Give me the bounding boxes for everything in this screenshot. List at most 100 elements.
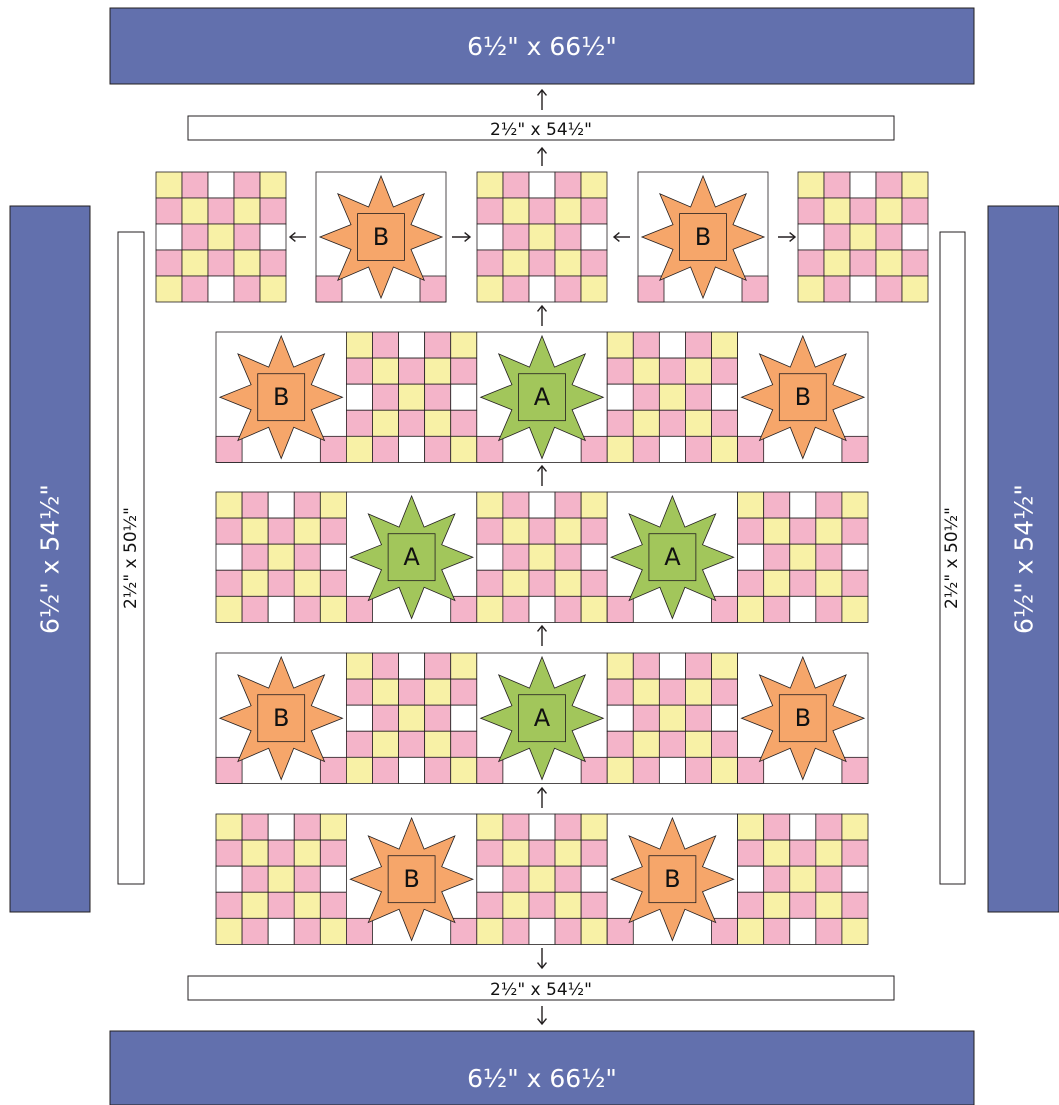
star-label: B	[664, 865, 680, 893]
checker-square	[268, 840, 294, 866]
checker-square	[320, 596, 346, 622]
checker-square	[451, 436, 477, 462]
star-block-b: B	[346, 814, 476, 944]
checker-square	[790, 570, 816, 596]
checker-square	[503, 172, 529, 198]
checker-square	[685, 410, 711, 436]
star-label: A	[534, 383, 551, 411]
checker-square	[764, 544, 790, 570]
checker-square	[425, 410, 451, 436]
checker-square	[555, 492, 581, 518]
checker-square	[425, 653, 451, 679]
checker-square	[529, 198, 555, 224]
checker-square	[764, 814, 790, 840]
checker-square	[555, 814, 581, 840]
checker-square	[581, 492, 607, 518]
checker-block	[798, 172, 928, 302]
checker-square	[208, 250, 234, 276]
checker-square	[581, 596, 607, 622]
checker-square	[607, 410, 633, 436]
checker-square	[685, 679, 711, 705]
arrow-icon	[538, 788, 547, 808]
right-sashing-label: 2½" x 50½"	[942, 507, 962, 609]
checker-square	[850, 172, 876, 198]
checker-square	[208, 276, 234, 302]
checker-square	[816, 544, 842, 570]
right-border: 6½" x 54½"	[988, 206, 1059, 912]
checker-square	[902, 224, 928, 250]
checker-square	[294, 518, 320, 544]
checker-square	[738, 492, 764, 518]
checker-square	[156, 224, 182, 250]
checker-square	[659, 384, 685, 410]
checker-square	[529, 570, 555, 596]
bottom-sashing: 2½" x 54½"	[188, 976, 894, 1000]
checker-square	[234, 250, 260, 276]
checker-square	[581, 518, 607, 544]
checker-square	[242, 596, 268, 622]
checker-square	[685, 731, 711, 757]
checker-square	[529, 866, 555, 892]
checker-square	[242, 892, 268, 918]
checker-square	[320, 544, 346, 570]
checker-block	[477, 492, 607, 622]
checker-square	[842, 918, 868, 944]
checker-square	[712, 384, 738, 410]
checker-square	[555, 172, 581, 198]
checker-square	[182, 172, 208, 198]
checker-square	[372, 436, 398, 462]
checker-square	[477, 814, 503, 840]
checker-square	[876, 198, 902, 224]
checker-square	[425, 436, 451, 462]
checker-square	[607, 332, 633, 358]
checker-square	[451, 679, 477, 705]
star-block-a: A	[477, 332, 607, 462]
checker-square	[816, 866, 842, 892]
checker-square	[581, 544, 607, 570]
checker-square	[503, 918, 529, 944]
checker-square	[294, 918, 320, 944]
checker-square	[712, 757, 738, 783]
checker-square	[712, 410, 738, 436]
checker-square	[876, 224, 902, 250]
checker-square	[824, 276, 850, 302]
checker-square	[294, 596, 320, 622]
top-sashing: 2½" x 54½"	[188, 116, 894, 140]
checker-square	[712, 731, 738, 757]
checker-square	[372, 332, 398, 358]
checker-square	[425, 384, 451, 410]
checker-square	[529, 544, 555, 570]
checker-square	[294, 866, 320, 892]
checker-block	[346, 653, 476, 783]
checker-square	[268, 918, 294, 944]
checker-square	[242, 866, 268, 892]
checker-square	[477, 172, 503, 198]
checker-square	[659, 653, 685, 679]
checker-square	[399, 705, 425, 731]
checker-square	[268, 570, 294, 596]
checker-block	[216, 814, 346, 944]
checker-square	[503, 544, 529, 570]
arrow-icon	[538, 306, 547, 326]
checker-square	[902, 250, 928, 276]
star-block-b: B	[316, 172, 446, 302]
checker-square	[268, 866, 294, 892]
arrow-icon	[538, 148, 547, 166]
checker-square	[372, 757, 398, 783]
checker-square	[659, 757, 685, 783]
checker-square	[555, 892, 581, 918]
checker-square	[399, 436, 425, 462]
arrow-icon	[614, 233, 630, 242]
checker-square	[764, 840, 790, 866]
checker-square	[685, 705, 711, 731]
checker-square	[346, 653, 372, 679]
checker-square	[182, 224, 208, 250]
checker-square	[425, 679, 451, 705]
checker-square	[738, 840, 764, 866]
checker-square	[764, 866, 790, 892]
checker-square	[876, 276, 902, 302]
checker-square	[816, 518, 842, 544]
checker-square	[320, 866, 346, 892]
checker-square	[581, 198, 607, 224]
checker-square	[503, 866, 529, 892]
